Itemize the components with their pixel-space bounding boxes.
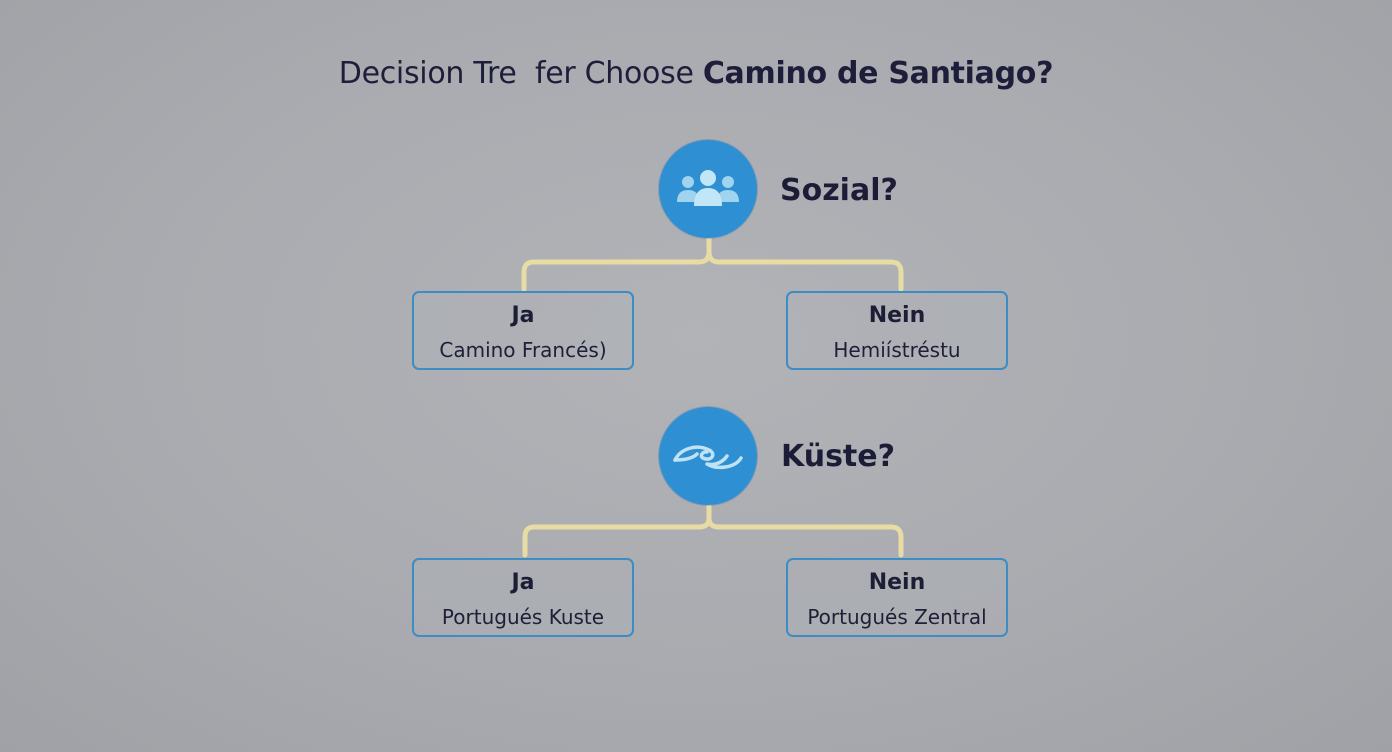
- title-part-1: Decision Tre fer Choose: [338, 56, 703, 91]
- answer-label: Ja: [511, 303, 535, 328]
- answer-value: Hemiístréstu: [833, 338, 961, 362]
- diagram-title: Decision Tre fer Choose Camino de Santia…: [0, 52, 1392, 96]
- answer-value: Camino Francés): [439, 338, 607, 362]
- answer-label: Nein: [868, 570, 926, 595]
- connector-1: [521, 235, 904, 292]
- wave-icon: [673, 445, 743, 470]
- node-social: [659, 140, 757, 238]
- answer-coast-no: Nein Portugués Zentral: [786, 558, 1008, 637]
- answer-coast-yes: Ja Portugués Kuste: [412, 558, 634, 637]
- answer-value: Portugués Zentral: [807, 605, 987, 629]
- question-coast: Küste?: [781, 439, 896, 474]
- answer-label: Ja: [511, 570, 535, 595]
- question-social: Sozial?: [780, 173, 898, 208]
- answer-label: Nein: [868, 303, 926, 328]
- answer-social-no: Nein Hemiístréstu: [786, 291, 1008, 370]
- title-part-2: Camino de Santiago?: [702, 56, 1054, 91]
- answer-social-yes: Ja Camino Francés): [412, 291, 634, 370]
- connector-2: [522, 502, 904, 558]
- people-icon: [677, 170, 739, 206]
- node-coast: [659, 407, 757, 505]
- answer-value: Portugués Kuste: [441, 605, 605, 629]
